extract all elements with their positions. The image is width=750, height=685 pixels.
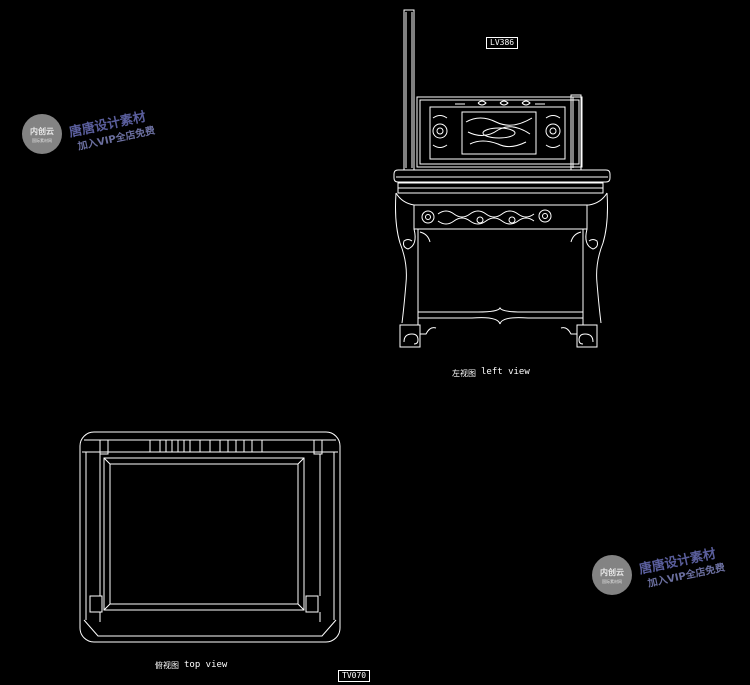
watermark-logo-circle bbox=[592, 555, 632, 595]
watermark-logo-subtext: 国际素材网 bbox=[602, 579, 622, 584]
top-view-caption-en: top view bbox=[184, 660, 228, 670]
watermark-logo-subtext: 国际素材网 bbox=[32, 138, 52, 143]
left-view-caption-cn: 左视图 bbox=[452, 369, 476, 378]
watermark-logo-text: 内创云 bbox=[30, 127, 54, 136]
top-view-tag: TV070 bbox=[338, 670, 371, 682]
left-view-drawing bbox=[393, 9, 611, 348]
watermark-logo-circle bbox=[22, 114, 62, 154]
top-view-drawing bbox=[79, 431, 341, 643]
watermark-top-left: 内创云 国际素材网 唐唐设计素材 加入VIP全店免费 bbox=[22, 110, 172, 162]
left-view-caption-en: left view bbox=[481, 367, 530, 377]
watermark-logo-text: 内创云 bbox=[600, 568, 624, 577]
left-view-tag: LV386 bbox=[486, 37, 519, 49]
watermark-bottom-right: 内创云 国际素材网 唐唐设计素材 加入VIP全店免费 bbox=[592, 545, 742, 595]
top-view-caption-cn: 俯视图 bbox=[155, 661, 179, 670]
